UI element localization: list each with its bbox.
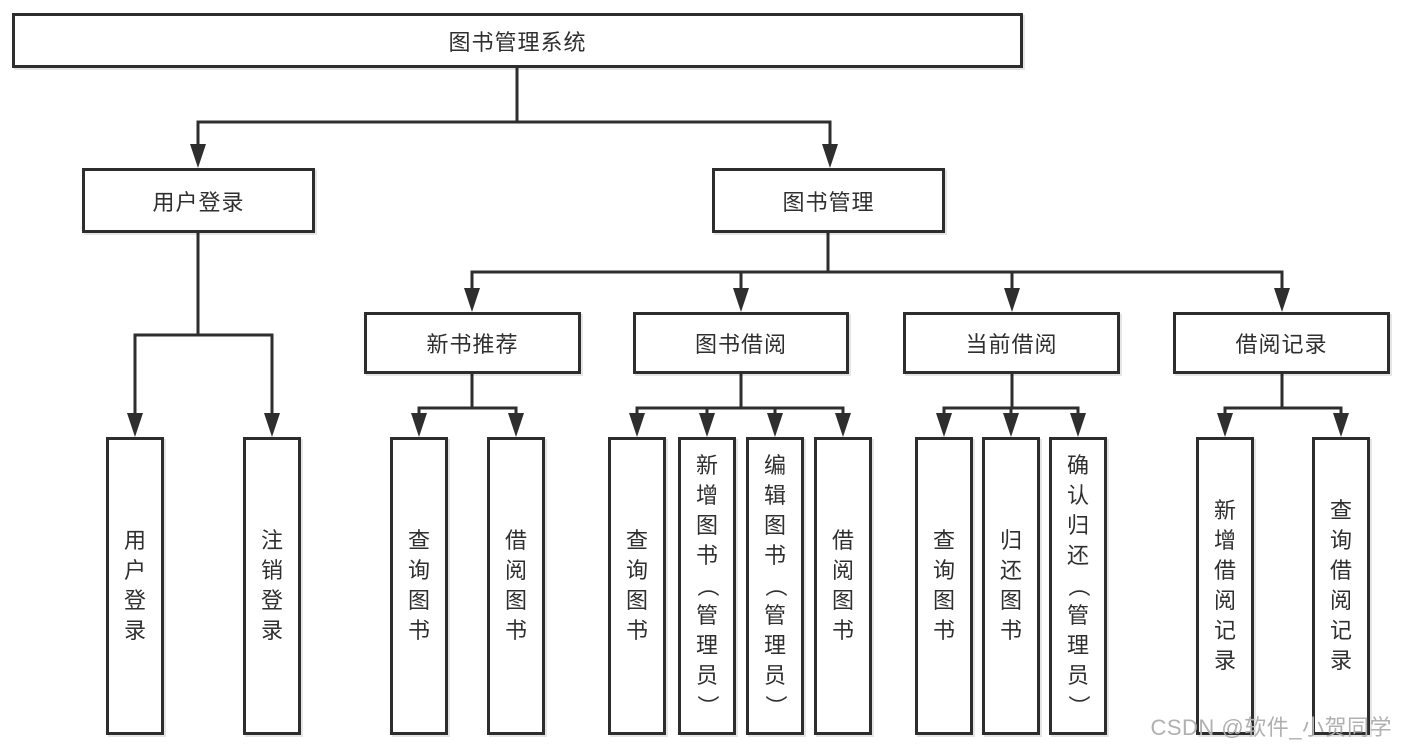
node-root-system: 图书管理系统 bbox=[12, 13, 1023, 68]
leaf-borrow-edit-books-admin: 编辑图书（管理员） bbox=[746, 437, 804, 735]
leaf-current-return-books-label: 归还图书 bbox=[999, 528, 1022, 643]
leaf-borrow-edit-books-admin-label: 编辑图书（管理员） bbox=[762, 453, 788, 718]
node-root-system-label: 图书管理系统 bbox=[448, 29, 587, 55]
leaf-borrow-add-books-admin-label: 新增图书（管理员） bbox=[694, 453, 720, 718]
node-book-management: 图书管理 bbox=[712, 168, 945, 233]
leaf-borrow-borrow-books: 借阅图书 bbox=[814, 437, 872, 735]
leaf-borrow-borrow-books-label: 借阅图书 bbox=[831, 528, 854, 643]
leaf-user-login-label: 用户登录 bbox=[123, 528, 146, 643]
node-current-borrow-label: 当前借阅 bbox=[965, 332, 1058, 357]
node-user-login-label: 用户登录 bbox=[152, 189, 245, 215]
leaf-newbook-query-books: 查询图书 bbox=[390, 437, 448, 735]
node-borrow-records: 借阅记录 bbox=[1173, 312, 1390, 374]
leaf-borrow-query-books-label: 查询图书 bbox=[625, 528, 648, 643]
leaf-borrow-query-books: 查询图书 bbox=[608, 437, 666, 735]
node-new-book-recommend-label: 新书推荐 bbox=[426, 332, 519, 357]
leaf-records-add-record: 新增借阅记录 bbox=[1196, 437, 1254, 735]
leaf-newbook-borrow-books-label: 借阅图书 bbox=[504, 528, 527, 643]
node-book-management-label: 图书管理 bbox=[782, 189, 875, 215]
leaf-current-confirm-return-admin-label: 确认归还（管理员） bbox=[1065, 453, 1091, 718]
leaf-user-login: 用户登录 bbox=[106, 437, 164, 735]
node-book-borrow: 图书借阅 bbox=[633, 312, 849, 374]
leaf-newbook-borrow-books: 借阅图书 bbox=[487, 437, 545, 735]
node-user-login: 用户登录 bbox=[82, 168, 315, 233]
leaf-records-query-record: 查询借阅记录 bbox=[1312, 437, 1370, 735]
leaf-current-query-books-label: 查询图书 bbox=[932, 528, 955, 643]
node-new-book-recommend: 新书推荐 bbox=[364, 312, 581, 374]
leaf-logout: 注销登录 bbox=[243, 437, 301, 735]
node-book-borrow-label: 图书借阅 bbox=[694, 332, 787, 357]
csdn-watermark: CSDN @软件_小贺同学 bbox=[1150, 715, 1392, 740]
leaf-borrow-add-books-admin: 新增图书（管理员） bbox=[678, 437, 736, 735]
leaf-records-query-record-label: 查询借阅记录 bbox=[1329, 498, 1352, 673]
node-borrow-records-label: 借阅记录 bbox=[1235, 332, 1328, 357]
leaf-current-confirm-return-admin: 确认归还（管理员） bbox=[1049, 437, 1107, 735]
leaf-records-add-record-label: 新增借阅记录 bbox=[1213, 498, 1236, 673]
node-current-borrow: 当前借阅 bbox=[903, 312, 1120, 374]
leaf-current-query-books: 查询图书 bbox=[915, 437, 973, 735]
leaf-current-return-books: 归还图书 bbox=[982, 437, 1040, 735]
leaf-newbook-query-books-label: 查询图书 bbox=[407, 528, 430, 643]
leaf-logout-label: 注销登录 bbox=[260, 528, 283, 643]
